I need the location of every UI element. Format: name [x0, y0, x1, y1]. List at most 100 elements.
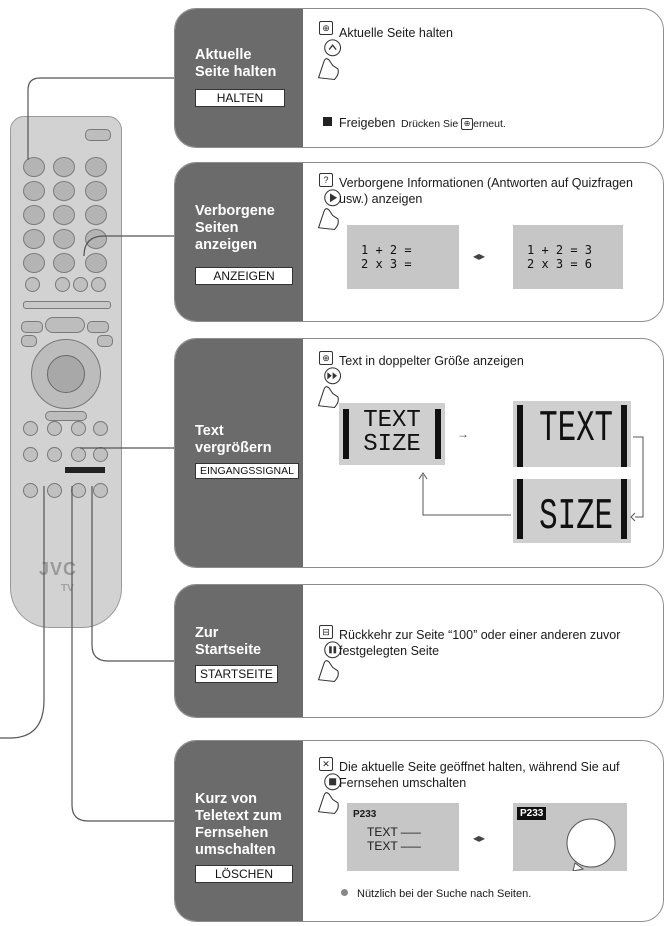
- hidden-equations: 1 + 2 = 2 x 3 =: [361, 243, 412, 271]
- remote-small-button: [93, 421, 108, 436]
- panel-reveal: Verborgene Seiten anzeigen ANZEIGEN ? Ve…: [174, 162, 664, 322]
- panel-title: Verborgene Seiten anzeigen: [195, 203, 275, 253]
- remote-small-button: [23, 421, 38, 436]
- remote-power-button: [85, 129, 111, 141]
- tv-screen: P233: [513, 803, 627, 871]
- panel-title: Aktuelle Seite halten: [195, 47, 277, 80]
- size-button-label: EINGANGSSIGNAL: [195, 463, 299, 479]
- panel-content: ⊕ Aktuelle Seite halten Freigeben Drücke…: [303, 9, 663, 147]
- panel-size: Text vergrößern EINGANGSSIGNAL ⊕ Text in…: [174, 338, 664, 568]
- panel-description: Aktuelle Seite halten: [339, 26, 453, 40]
- normal-size-screen: TEXT SIZE: [339, 403, 445, 465]
- release-note: Drücken Sie ⊕erneut.: [401, 116, 506, 132]
- cycle-arrowhead: [418, 472, 428, 480]
- remote-label-strip: [65, 467, 105, 473]
- remote-small-button: [55, 277, 70, 292]
- remote-pill-button: [97, 335, 113, 347]
- enlarged-top-text: TEXT: [539, 404, 614, 454]
- panel-cancel: Kurz von Teletext zum Fernsehen umschalt…: [174, 740, 664, 922]
- remote-small-button: [23, 447, 38, 462]
- remote-small-button: [91, 277, 106, 292]
- remote-button: [53, 253, 75, 273]
- remote-ok-button: [47, 355, 85, 393]
- cycle-arrow: [422, 475, 511, 516]
- hold-key-icon: ⊕: [319, 21, 333, 35]
- remote-button: [23, 229, 45, 249]
- note-bullet-icon: [341, 889, 348, 896]
- panel-label: Zur Startseite STARTSEITE: [175, 585, 303, 717]
- remote-button: [53, 229, 75, 249]
- release-bullet-icon: [323, 117, 332, 126]
- hold-button-label: HALTEN: [195, 89, 285, 107]
- remote-button: [85, 157, 107, 177]
- remote-pill-button: [45, 317, 85, 333]
- cancel-key-icon: ✕: [319, 757, 333, 771]
- remote-button: [53, 157, 75, 177]
- brand-logo: JVC: [39, 559, 78, 579]
- screen-bar: [517, 405, 523, 467]
- cycle-arrow: [633, 436, 644, 518]
- swap-arrow-icon: ◂▸: [473, 831, 486, 845]
- connector-line: [83, 235, 178, 257]
- reveal-button-label: ANZEIGEN: [195, 267, 293, 285]
- remote-button: [85, 181, 107, 201]
- revealed-screen: 1 + 2 = 3 2 x 3 = 6: [513, 225, 623, 289]
- remote-small-button: [71, 447, 86, 462]
- screen-bar: [343, 409, 349, 459]
- normal-size-text: TEXT SIZE: [363, 407, 421, 458]
- screen-bar: [621, 479, 627, 539]
- panel-label: Aktuelle Seite halten HALTEN: [175, 9, 303, 147]
- hand-press-icon: [317, 39, 342, 81]
- remote-small-button: [73, 277, 88, 292]
- remote-small-button: [47, 447, 62, 462]
- remote-button: [53, 181, 75, 201]
- panel-label: Text vergrößern EINGANGSSIGNAL: [175, 339, 303, 567]
- remote-small-button: [93, 483, 108, 498]
- panel-content: ✕ Die aktuelle Seite geöffnet halten, wä…: [303, 741, 663, 921]
- cycle-arrowhead: [630, 512, 636, 522]
- connector-line: [27, 77, 178, 160]
- release-note-pre: Drücken Sie: [401, 118, 462, 130]
- enlarged-bottom-text: SIZE: [539, 492, 614, 542]
- remote-control: JVC TV: [10, 116, 122, 628]
- useful-note: Nützlich bei der Suche nach Seiten.: [357, 888, 532, 900]
- index-key-icon: ⊟: [319, 625, 333, 639]
- remote-button: [85, 205, 107, 225]
- tv-page-number: P233: [517, 807, 547, 820]
- remote-small-button: [47, 483, 62, 498]
- remote-button: [23, 157, 45, 177]
- hold-key-icon: ⊕: [461, 118, 474, 131]
- panel-content: ⊕ Text in doppelter Größe anzeigen TEXT …: [303, 339, 663, 567]
- panel-hold-page: Aktuelle Seite halten HALTEN ⊕ Aktuelle …: [174, 8, 664, 148]
- release-label: Freigeben: [339, 116, 396, 130]
- index-button-label: STARTSEITE: [195, 665, 278, 683]
- remote-small-button: [47, 421, 62, 436]
- remote-pill-button: [45, 411, 87, 421]
- remote-button: [23, 253, 45, 273]
- page-number: P233: [353, 809, 377, 820]
- remote-button: [23, 205, 45, 225]
- panel-title: Kurz von Teletext zum Fernsehen umschalt…: [195, 791, 282, 858]
- remote-button: [85, 253, 107, 273]
- remote-button: [23, 181, 45, 201]
- hidden-screen: 1 + 2 = 2 x 3 =: [347, 225, 459, 289]
- reveal-key-icon: ?: [319, 173, 333, 187]
- size-key-icon: ⊕: [319, 351, 333, 365]
- remote-small-button: [71, 421, 86, 436]
- hand-press-icon: [317, 773, 342, 815]
- page-line: TEXT –––: [367, 839, 421, 853]
- cycle-arrows: [418, 436, 644, 522]
- connector-line: [71, 486, 178, 822]
- remote-small-button: [25, 277, 40, 292]
- revealed-equations: 1 + 2 = 3 2 x 3 = 6: [527, 243, 593, 271]
- panel-index: Zur Startseite STARTSEITE ⊟ Rückkehr zur…: [174, 584, 664, 718]
- panel-description: Verborgene Informationen (Antworten auf …: [339, 176, 633, 206]
- right-arrow-icon: →: [457, 427, 469, 441]
- balloon-image: [566, 818, 616, 871]
- balloon-tail: [572, 862, 585, 871]
- panel-description: Die aktuelle Seite geöffnet halten, währ…: [339, 760, 620, 790]
- brand-sub-label: TV: [61, 583, 74, 594]
- remote-color-row: [23, 301, 111, 309]
- panel-description: Rückkehr zur Seite “100” oder einer ande…: [339, 628, 621, 658]
